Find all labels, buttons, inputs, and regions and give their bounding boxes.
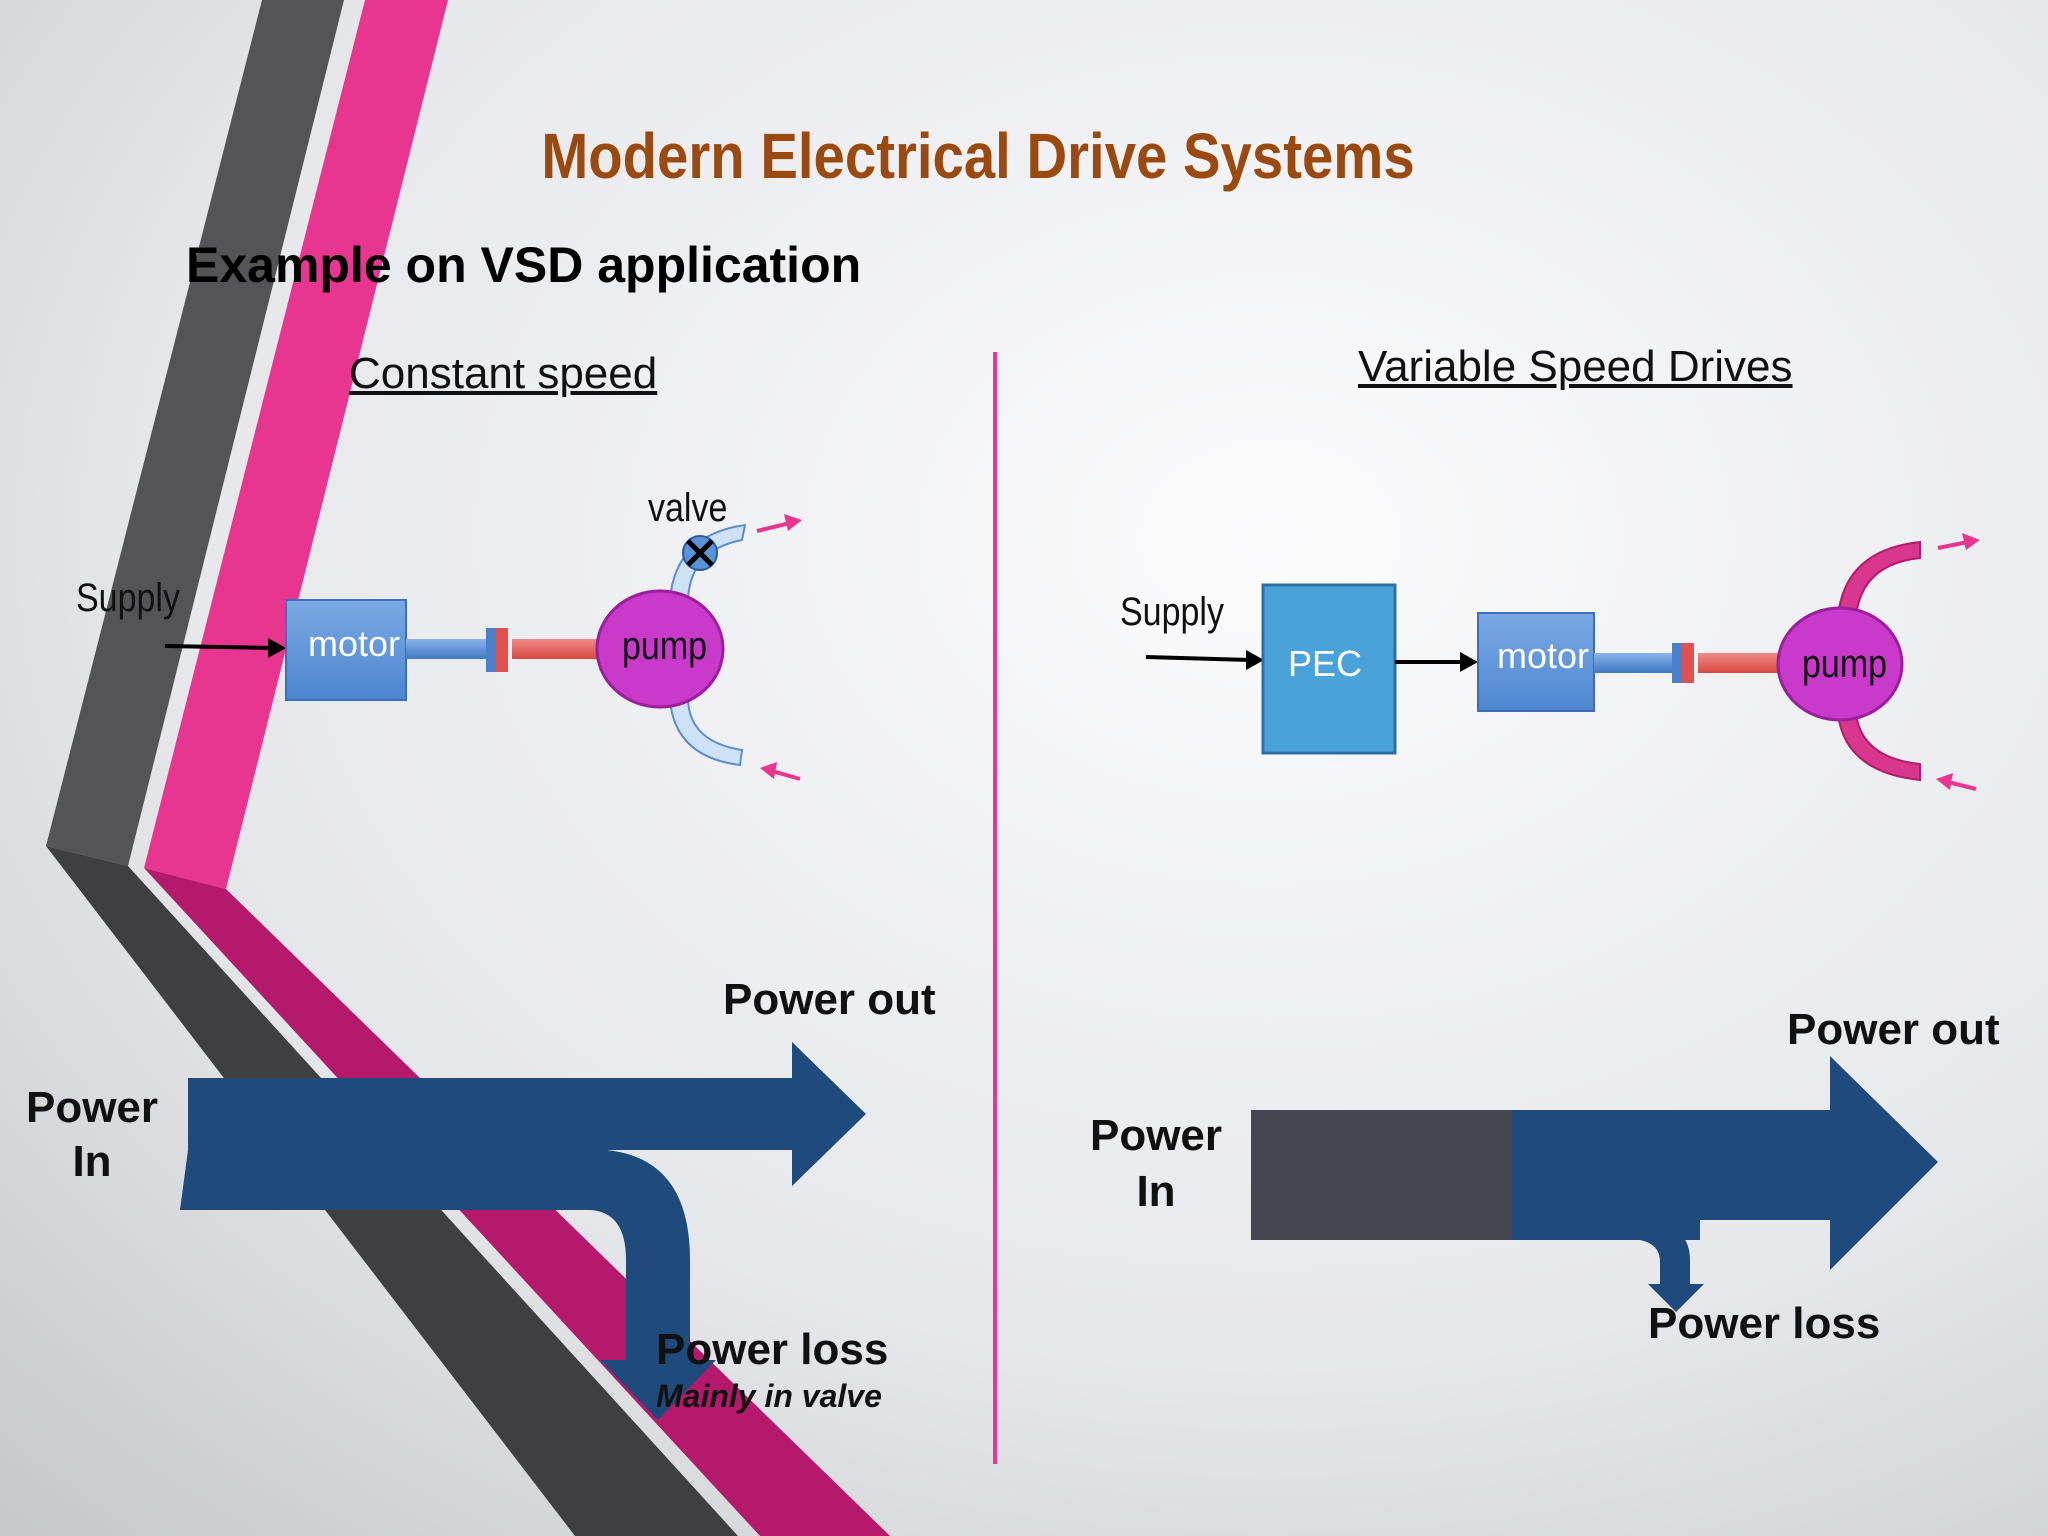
pump-body-vsd [1776,606,1904,722]
pump-body [595,589,725,709]
left-power-loss-label: Power loss [656,1325,889,1374]
right-power-flow [1251,1056,1938,1312]
pec-label: PEC [1288,643,1363,684]
right-section-heading: Variable Speed Drives [1358,342,1793,391]
pink-chevron-upper [144,0,448,889]
left-system-diagram [164,514,802,781]
inlet-arrow-icon [760,762,801,781]
outlet-arrow-icon [756,514,802,533]
right-motor-label: motor [1497,635,1590,676]
left-power-flow [180,1042,866,1420]
right-power-out-label: Power out [1787,1005,2000,1054]
motor-box-vsd [1477,612,1595,712]
left-motor-label: motor [308,623,401,664]
left-power-loss-note: Mainly in valve [656,1378,882,1414]
left-supply-label: Supply [76,576,180,620]
right-system-diagram [1145,533,1980,791]
left-power-out-label: Power out [723,975,936,1024]
inlet-arrow-icon [1936,773,1977,791]
valve-cross-icon [682,535,718,571]
left-pump-label: pump [622,624,708,668]
left-power-in-label-line1: Power [25,1083,159,1132]
right-pump-label: pump [1802,642,1888,686]
right-power-loss-label: Power loss [1648,1299,1881,1348]
right-supply-label: Supply [1120,590,1224,634]
slide-subtitle: Example on VSD application [186,237,862,293]
outlet-arrow-icon [1937,533,1980,550]
right-power-in-label-line2: In [1136,1167,1176,1216]
gray-chevron-upper [46,0,344,866]
supply-arrow-icon [268,638,286,658]
right-power-in-label-line1: Power [1089,1111,1223,1160]
supply-arrow-icon [1246,650,1264,670]
pec-box [1261,583,1397,755]
left-section-heading: Constant speed [349,349,658,398]
valve-label: valve [648,486,728,530]
left-power-in-label-line2: In [72,1137,112,1186]
slide-title: Modern Electrical Drive Systems [541,120,1415,192]
